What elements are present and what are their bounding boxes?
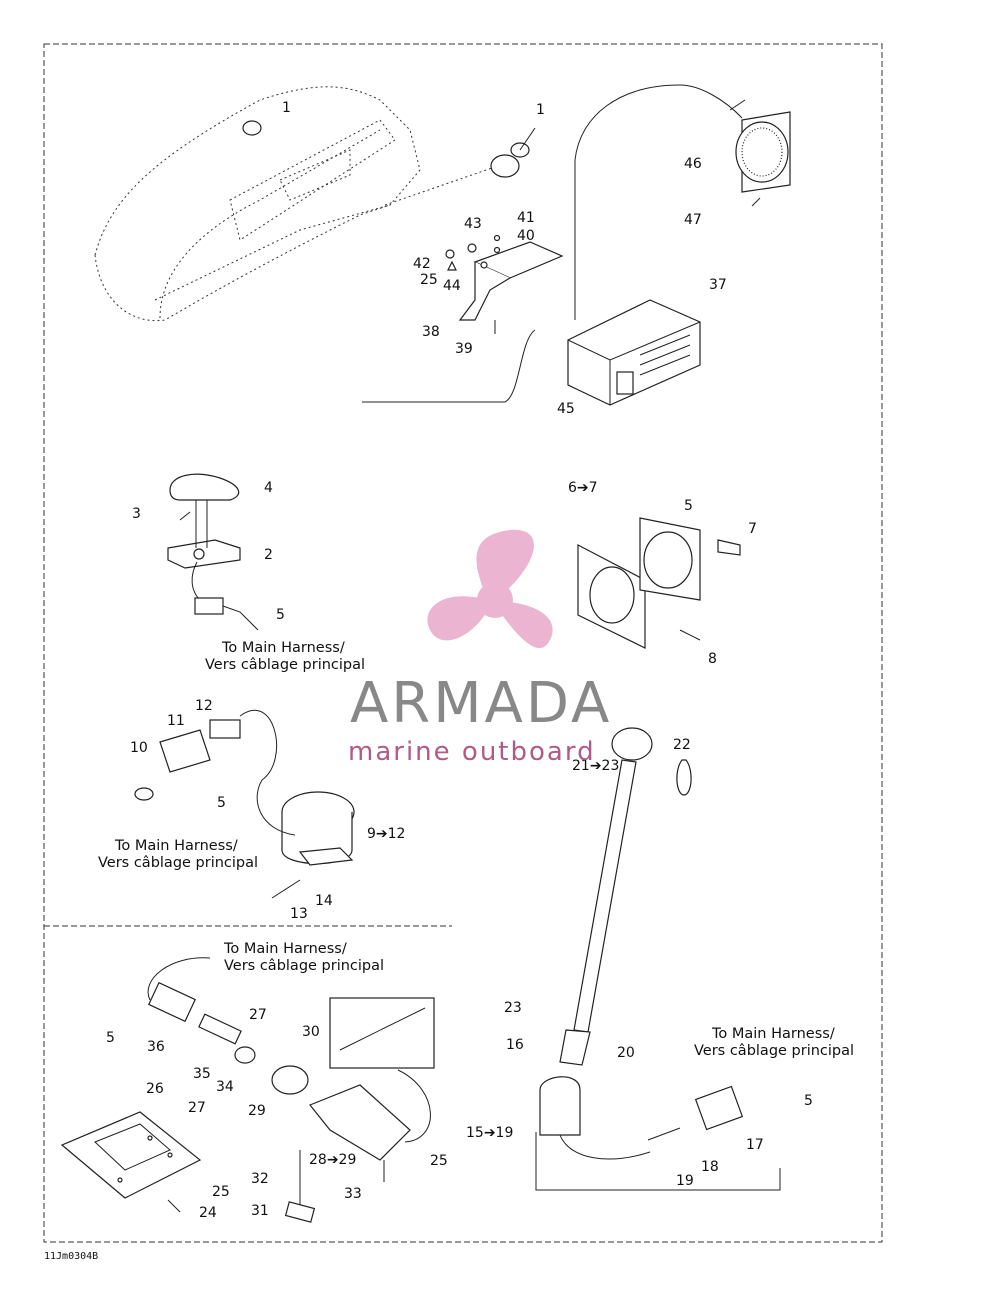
note-main-harness-1-fr: Vers câblage principal [205,657,365,673]
label-part-39: 39 [455,341,473,357]
mount-bracket [445,234,564,334]
part-1-cap [384,127,536,206]
label-part-5a: 5 [276,607,285,623]
label-part-28-29: 28➔29 [309,1152,356,1168]
label-part-27a: 27 [249,1007,267,1023]
armada-logo [427,529,553,649]
label-part-36: 36 [147,1039,165,1055]
label-part-38: 38 [422,324,440,340]
label-part-9-12: 9➔12 [367,826,405,842]
part-23-lever [539,727,744,1160]
label-part-15-19: 15➔19 [466,1125,513,1141]
note-main-harness-4-en: To Main Harness/ [711,1026,835,1042]
label-part-3: 3 [132,506,141,522]
label-part-19: 19 [676,1173,694,1189]
label-part-32: 32 [251,1171,269,1187]
label-part-7: 7 [748,521,757,537]
label-part-2: 2 [264,547,273,563]
label-part-5c: 5 [217,795,226,811]
label-part-16: 16 [506,1037,524,1053]
label-part-33: 33 [344,1186,362,1202]
part-6-bezel [577,517,741,649]
label-part-25b: 25 [430,1153,448,1169]
console-hood [94,86,421,322]
label-part-21-23: 21➔23 [572,758,619,774]
label-part-14: 14 [315,893,333,909]
label-part-17: 17 [746,1137,764,1153]
label-part-1b: 1 [536,102,545,118]
diagram-frame [43,43,883,1243]
label-part-29: 29 [248,1103,266,1119]
illustration-code: 11Jm0304B [44,1251,98,1262]
label-part-11: 11 [167,713,185,729]
label-part-5b: 5 [684,498,693,514]
label-part-25c: 25 [212,1184,230,1200]
note-main-harness-2-en: To Main Harness/ [114,838,238,854]
note-main-harness-2-fr: Vers câblage principal [98,855,258,871]
label-part-13: 13 [290,906,308,922]
label-part-23: 23 [504,1000,522,1016]
label-part-18: 18 [701,1159,719,1175]
note-main-harness-3-en: To Main Harness/ [223,941,347,957]
label-part-43: 43 [464,216,482,232]
label-part-24: 24 [199,1205,217,1221]
label-part-5e: 5 [106,1030,115,1046]
label-part-34: 34 [216,1079,234,1095]
label-part-41: 41 [517,210,535,226]
label-part-6-7: 6➔7 [568,480,598,496]
label-part-42: 42 [413,256,431,272]
label-part-4: 4 [264,480,273,496]
label-part-22: 22 [673,737,691,753]
note-main-harness-1-en: To Main Harness/ [221,640,345,656]
watermark-brand: ARMADA [350,671,612,736]
label-part-5d: 5 [804,1093,813,1109]
part-9-horn [134,709,355,899]
note-main-harness-3-fr: Vers câblage principal [224,958,384,974]
part-46-speaker [574,84,791,320]
part-4-light [167,473,259,631]
assembly-bracket-outline [535,1132,781,1191]
label-part-27b: 27 [188,1100,206,1116]
label-part-47: 47 [684,212,702,228]
label-part-35: 35 [193,1066,211,1082]
label-part-20: 20 [617,1045,635,1061]
label-part-1a: 1 [282,100,291,116]
part-37-radio [362,299,701,406]
label-part-40: 40 [517,228,535,244]
label-part-25a: 25 [420,272,438,288]
label-part-44: 44 [443,278,461,294]
label-part-12: 12 [195,698,213,714]
part-26-plate [60,957,435,1223]
label-part-10: 10 [130,740,148,756]
label-part-45: 45 [557,401,575,417]
label-part-31: 31 [251,1203,269,1219]
label-part-8: 8 [708,651,717,667]
note-main-harness-4-fr: Vers câblage principal [694,1043,854,1059]
label-part-30: 30 [302,1024,320,1040]
label-part-37: 37 [709,277,727,293]
watermark-tagline: marine outboard [348,737,596,767]
label-part-26: 26 [146,1081,164,1097]
label-part-46: 46 [684,156,702,172]
